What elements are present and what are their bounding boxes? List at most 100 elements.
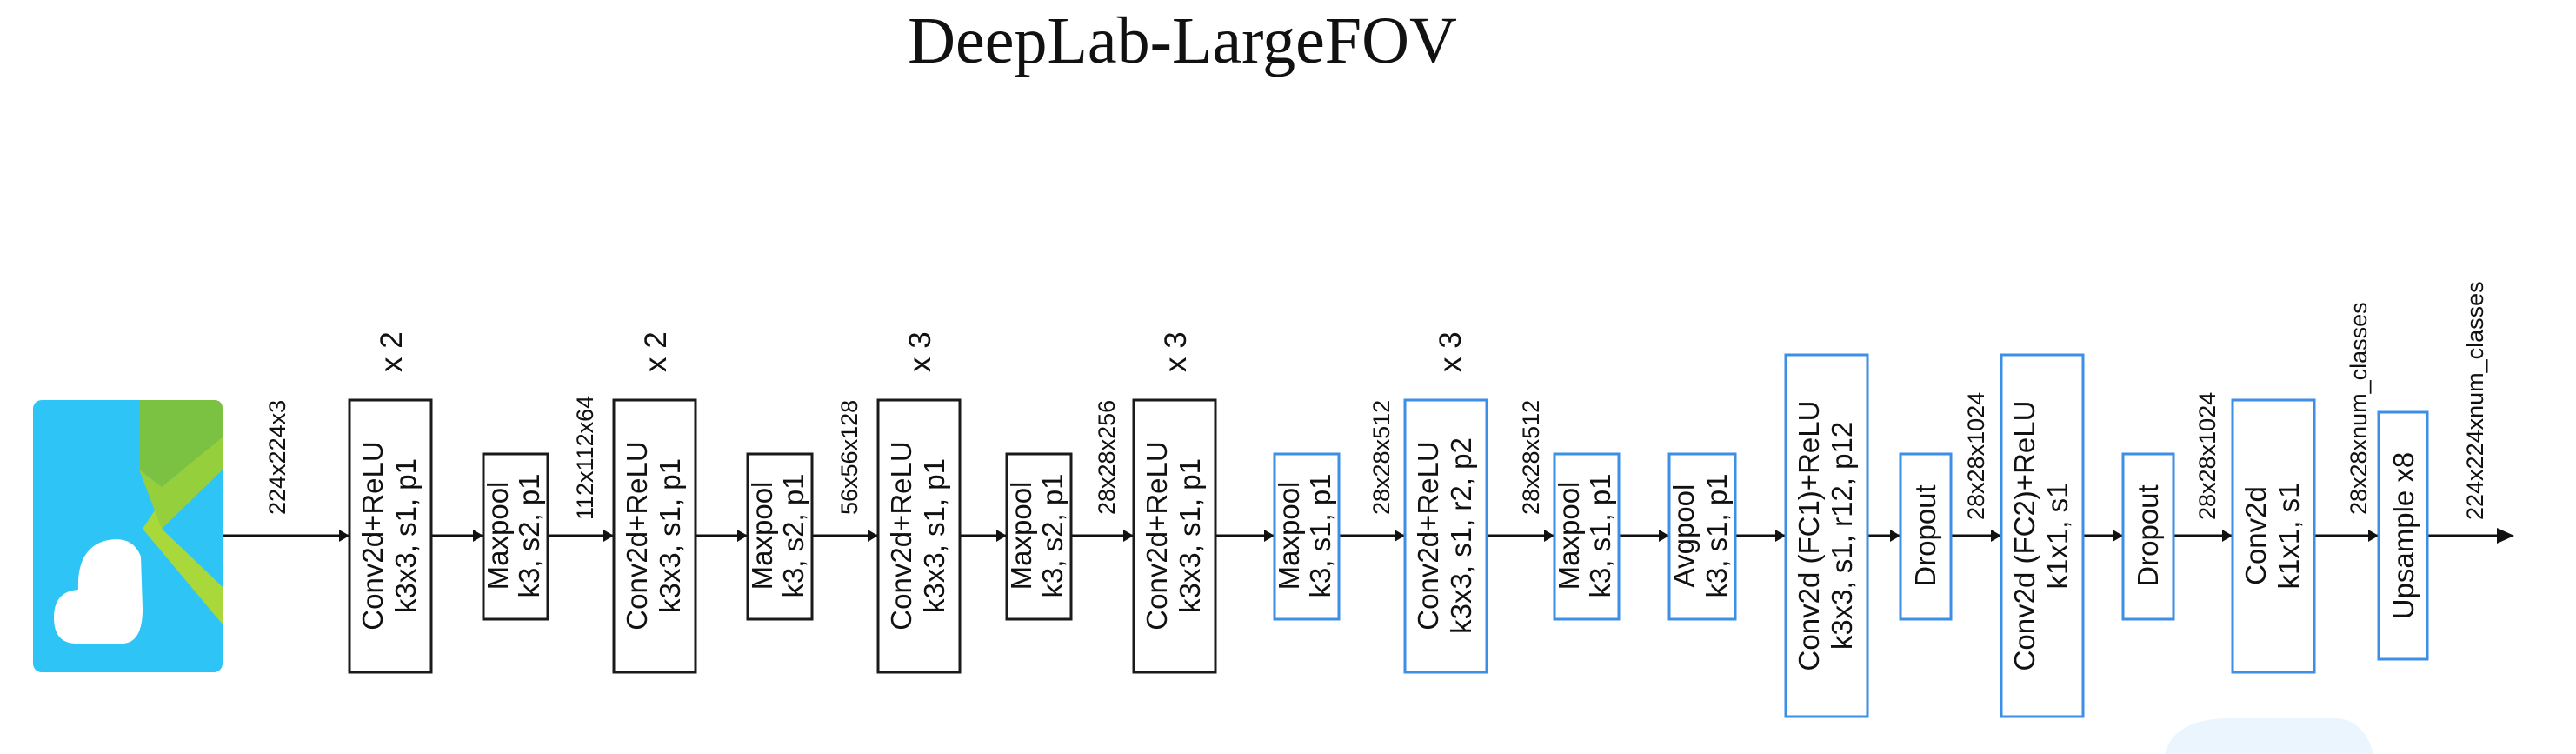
- block-box: [2121, 452, 2175, 621]
- block-conv-out: Conv2d k1x1, s1: [2231, 398, 2316, 674]
- arrow-head: [2222, 530, 2233, 542]
- block-box: [876, 398, 962, 674]
- block-box: [348, 398, 433, 674]
- block-conv4: Conv2d+ReLU k3x3, s1, p1: [1132, 398, 1217, 674]
- block-pool1: Maxpool k3, s2, p1: [482, 452, 549, 621]
- dim-label: 28x28x512: [1518, 400, 1544, 515]
- block-name: Dropout: [1909, 484, 1941, 586]
- block-pool5: Maxpool k3, s1, p1: [1553, 452, 1621, 621]
- arrow-head: [1544, 530, 1554, 542]
- arrow-head: [1775, 530, 1786, 542]
- block-name: Conv2d (FC1)+ReLU: [1793, 401, 1825, 671]
- block-pool2: Maxpool k3, s2, p1: [746, 452, 814, 621]
- block-name: Upsample x8: [2387, 452, 2420, 620]
- block-name: Conv2d+ReLU: [356, 441, 389, 630]
- block-dropout1: Dropout: [1899, 452, 1953, 621]
- block-name: Maxpool: [1273, 482, 1305, 591]
- repeat-label: x 3: [1434, 331, 1468, 372]
- block-params: k3, s1, p1: [1701, 473, 1733, 597]
- block-box: [482, 452, 549, 621]
- block-conv3: Conv2d+ReLU k3x3, s1, p1: [876, 398, 962, 674]
- repeat-label: x 2: [639, 331, 673, 372]
- block-params: k3x3, s1, r12, p12: [1826, 422, 1858, 650]
- block-pool4: Maxpool k3, s1, p1: [1273, 452, 1341, 621]
- block-params: k3x3, s1, p1: [918, 458, 950, 613]
- arrow-head: [1264, 530, 1275, 542]
- block-box: [1273, 452, 1341, 621]
- arrow-head: [1659, 530, 1669, 542]
- block-params: k1x1, s1: [2041, 483, 2073, 590]
- arrow-head: [1890, 530, 1900, 542]
- dim-label: 56x56x128: [836, 400, 862, 515]
- block-name: Maxpool: [1005, 482, 1037, 591]
- block-params: k3x3, s1, p1: [654, 458, 686, 613]
- block-upsample: Upsample x8: [2377, 410, 2429, 661]
- block-params: k3, s2, p1: [777, 473, 809, 597]
- block-box: [1553, 452, 1621, 621]
- arrow-head: [868, 530, 878, 542]
- output-arrow-head: [2497, 528, 2514, 544]
- block-pool3: Maxpool k3, s2, p1: [1005, 452, 1073, 621]
- block-box: [1005, 452, 1073, 621]
- diagram-title: DeepLab-LargeFOV: [908, 4, 1457, 77]
- block-name: Conv2d: [2240, 486, 2272, 585]
- arrow-head: [1991, 530, 2001, 542]
- block-name: Dropout: [2132, 484, 2164, 586]
- dim-label: 28x28x1024: [1963, 392, 1989, 520]
- block-conv5: Conv2d+ReLU k3x3, s1, r2, p2: [1403, 398, 1488, 674]
- dim-label: 224x224xnum_classes: [2462, 281, 2488, 520]
- block-name: Maxpool: [746, 482, 778, 591]
- dim-label: 28x28xnum_classes: [2346, 302, 2372, 515]
- repeat-label: x 3: [903, 331, 937, 372]
- block-box: [1667, 452, 1737, 621]
- block-box: [2231, 398, 2316, 674]
- block-name: Maxpool: [482, 482, 514, 591]
- block-avgpool: Avgpool k3, s1, p1: [1667, 452, 1737, 621]
- block-name: Maxpool: [1553, 482, 1585, 591]
- arrow-head: [2368, 530, 2379, 542]
- block-name: Conv2d (FC2)+ReLU: [2008, 401, 2040, 671]
- block-box: [1899, 452, 1953, 621]
- block-name: Conv2d+ReLU: [621, 441, 653, 630]
- block-box: [746, 452, 814, 621]
- block-params: k3, s2, p1: [513, 473, 545, 597]
- background-decoration: [2165, 718, 2373, 754]
- repeat-label: x 3: [1159, 331, 1193, 372]
- image-icon: [33, 400, 223, 672]
- block-params: k3, s2, p1: [1036, 473, 1068, 597]
- arrow-head: [473, 530, 483, 542]
- block-box: [1132, 398, 1217, 674]
- block-params: k3, s1, p1: [1304, 473, 1336, 597]
- block-box: [2377, 410, 2429, 661]
- arrow-head: [339, 530, 349, 542]
- block-params: k3x3, s1, p1: [1174, 458, 1206, 613]
- block-name: Conv2d+ReLU: [885, 441, 917, 630]
- dim-label: 224x224x3: [264, 400, 290, 515]
- arrow-head: [996, 530, 1007, 542]
- block-params: k3, s1, p1: [1584, 473, 1616, 597]
- block-params: k3x3, s1, r2, p2: [1445, 437, 1477, 634]
- repeat-labels: x 2 x 2 x 3 x 3 x 3: [375, 331, 1468, 372]
- arrow-head: [2113, 530, 2123, 542]
- block-box: [2000, 353, 2085, 718]
- block-fc2: Conv2d (FC2)+ReLU k1x1, s1: [2000, 353, 2085, 718]
- block-name: Avgpool: [1667, 484, 1700, 588]
- arrow-head: [737, 530, 748, 542]
- block-box: [1784, 353, 1869, 718]
- block-conv1: Conv2d+ReLU k3x3, s1, p1: [348, 398, 433, 674]
- repeat-label: x 2: [375, 331, 409, 372]
- block-box: [612, 398, 697, 674]
- arrow-head: [603, 530, 614, 542]
- block-fc1: Conv2d (FC1)+ReLU k3x3, s1, r12, p12: [1784, 353, 1869, 718]
- block-conv2: Conv2d+ReLU k3x3, s1, p1: [612, 398, 697, 674]
- dim-label: 28x28x256: [1094, 400, 1120, 515]
- arrow-head: [1123, 530, 1134, 542]
- dim-label: 112x112x64: [572, 396, 598, 520]
- block-name: Conv2d+ReLU: [1412, 441, 1444, 630]
- dim-label: 28x28x1024: [2194, 392, 2220, 520]
- block-dropout2: Dropout: [2121, 452, 2175, 621]
- block-name: Conv2d+ReLU: [1141, 441, 1173, 630]
- block-box: [1403, 398, 1488, 674]
- block-params: k3x3, s1, p1: [389, 458, 422, 613]
